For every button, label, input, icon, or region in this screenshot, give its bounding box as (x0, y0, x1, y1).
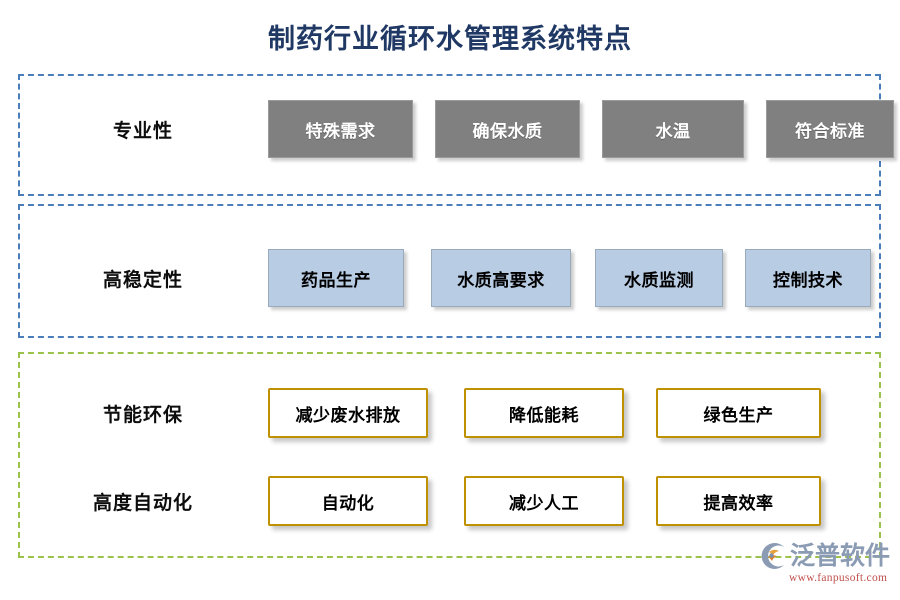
chip-reduce-wastewater[interactable]: 减少废水排放 (268, 388, 428, 438)
chip-special-requirement[interactable]: 特殊需求 (268, 100, 413, 158)
chip-ensure-water-quality[interactable]: 确保水质 (435, 100, 580, 158)
fanpu-logo-icon (757, 541, 787, 571)
page-title: 制药行业循环水管理系统特点 (268, 24, 632, 54)
chip-group-high-automation: 自动化 减少人工 提高效率 (268, 476, 898, 526)
chip-group-high-stability: 药品生产 水质高要求 水质监测 控制技术 (268, 249, 898, 307)
brand-logo: 泛普软件 www.fanpusoft.com (757, 540, 897, 592)
row-专业性: 专业性 特殊需求 确保水质 水温 符合标准 (18, 100, 898, 158)
chip-group-professionalism: 特殊需求 确保水质 水温 符合标准 (268, 100, 898, 158)
row-节能环保: 节能环保 减少废水排放 降低能耗 绿色生产 (18, 388, 898, 438)
category-label-professionalism: 专业性 (112, 120, 173, 142)
section-energy-saving-automation (18, 352, 881, 558)
chip-meet-standard[interactable]: 符合标准 (766, 100, 894, 158)
chip-drug-production[interactable]: 药品生产 (268, 249, 404, 307)
logo-url-text: www.fanpusoft.com (789, 572, 888, 584)
chip-high-water-quality-requirement[interactable]: 水质高要求 (431, 249, 571, 307)
chip-automation[interactable]: 自动化 (268, 476, 428, 526)
chip-control-technology[interactable]: 控制技术 (745, 249, 871, 307)
chip-reduce-manual-labor[interactable]: 减少人工 (464, 476, 624, 526)
chip-reduce-energy-consumption[interactable]: 降低能耗 (464, 388, 624, 438)
chip-improve-efficiency[interactable]: 提高效率 (656, 476, 821, 526)
logo-top-row: 泛普软件 (757, 540, 897, 572)
category-label-energy-saving: 节能环保 (102, 404, 183, 426)
chip-water-quality-monitoring[interactable]: 水质监测 (595, 249, 723, 307)
logo-brand-text: 泛普软件 (790, 542, 891, 570)
chip-group-energy-saving: 减少废水排放 降低能耗 绿色生产 (268, 388, 898, 438)
category-label-high-stability: 高稳定性 (102, 269, 183, 291)
category-label-high-automation: 高度自动化 (92, 492, 193, 514)
row-高稳定性: 高稳定性 药品生产 水质高要求 水质监测 控制技术 (18, 249, 898, 307)
row-高度自动化: 高度自动化 自动化 减少人工 提高效率 (18, 476, 898, 526)
chip-water-temperature[interactable]: 水温 (602, 100, 744, 158)
chip-green-production[interactable]: 绿色生产 (656, 388, 821, 438)
